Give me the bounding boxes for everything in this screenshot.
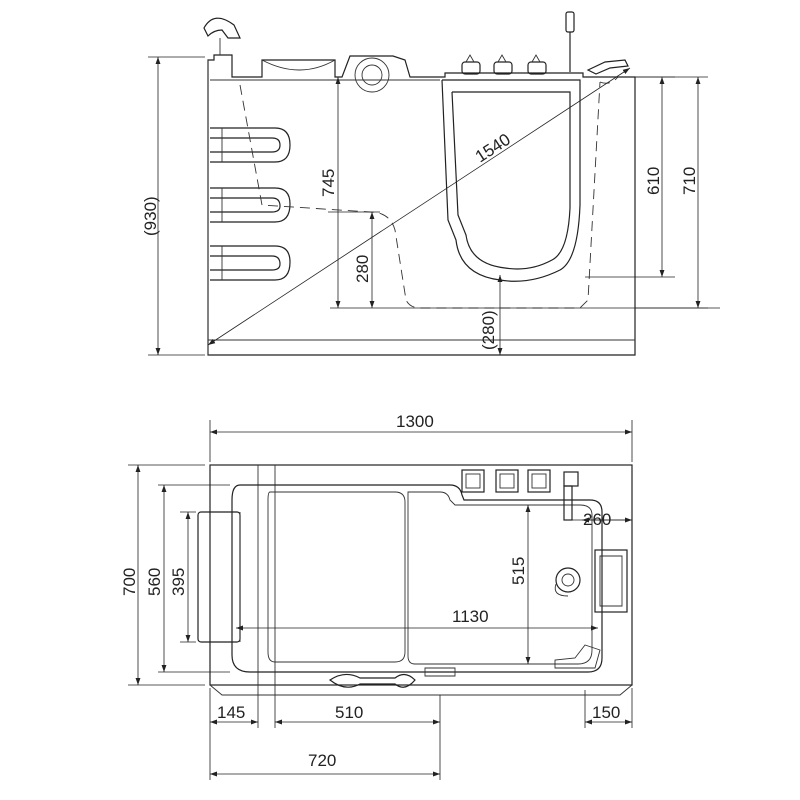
dim-drain-offset-label: 260 <box>583 510 611 529</box>
top-view-handle <box>328 644 601 688</box>
top-view-basin <box>231 484 603 673</box>
dim-length: 1300 <box>209 412 633 462</box>
dim-step-height-label: 280 <box>353 255 372 283</box>
dim-door-position-label: 720 <box>308 751 336 770</box>
dim-overall-height: (930) <box>141 56 205 356</box>
dim-drain-offset: 260 <box>568 510 632 529</box>
dim-length-label: 1300 <box>396 412 434 431</box>
side-view-control-knobs <box>461 11 629 75</box>
dim-seat-height-label: 745 <box>319 169 338 197</box>
dim-seat-height: 745 <box>319 77 341 308</box>
top-view-outline <box>209 464 633 696</box>
dim-inner-width-label: 560 <box>145 568 164 596</box>
top-view-seat-cushion <box>197 511 241 643</box>
dim-seat-length-label: 510 <box>335 703 363 722</box>
top-view-control-knobs <box>461 469 579 493</box>
dim-diagonal-label: 1540 <box>472 130 514 167</box>
dim-rim-height: 710 <box>635 76 708 309</box>
dim-diagonal: 1540 <box>207 67 631 346</box>
dim-inner-length-label: 1130 <box>452 607 489 626</box>
top-view-hand-shower <box>554 485 628 613</box>
dim-bottom-row: 145 510 150 720 <box>209 688 633 780</box>
dim-seat-depth-label: 395 <box>169 568 188 596</box>
dim-door-depth-label: 515 <box>509 557 528 585</box>
dim-seat-depth: 395 <box>169 511 196 643</box>
dim-overall-height-label: (930) <box>141 196 160 236</box>
dim-floor-offset: (280) <box>330 275 720 355</box>
side-view-rib-handles <box>210 127 291 281</box>
dim-door-height: 610 <box>585 76 675 278</box>
dim-width: 700 <box>120 464 205 686</box>
dim-floor-offset-label: (280) <box>479 310 498 350</box>
dim-inner-length: 1130 <box>236 607 598 631</box>
dim-inner-width: 560 <box>145 484 230 673</box>
side-view-hidden-lines <box>239 76 619 309</box>
dim-door-height-label: 610 <box>644 167 663 195</box>
dim-step-height: 280 <box>328 211 380 308</box>
dim-left-margin-label: 145 <box>217 703 245 722</box>
side-view-door <box>441 79 581 282</box>
dim-width-label: 700 <box>120 568 139 596</box>
dim-door-depth: 515 <box>509 505 531 664</box>
side-view: 1540 (930) 745 280 (280) 61 <box>141 11 720 356</box>
dim-rim-height-label: 710 <box>680 167 699 195</box>
top-view: 1300 700 560 395 1130 515 <box>120 412 633 780</box>
dim-right-margin-label: 150 <box>592 703 620 722</box>
